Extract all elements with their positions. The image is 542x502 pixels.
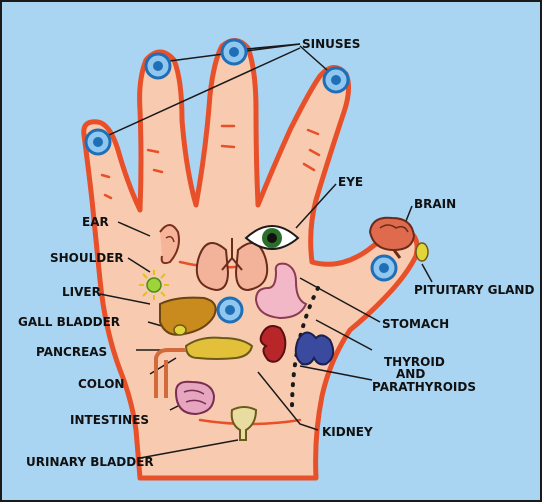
pressure-point-icon <box>324 68 348 92</box>
pancreas-icon <box>186 338 252 359</box>
pressure-point-icon <box>372 256 396 280</box>
label-colon: COLON <box>78 377 124 391</box>
pressure-point-icon <box>218 298 242 322</box>
label-sinuses: SINUSES <box>302 37 360 51</box>
label-thyroid-line3: PARATHYROIDS <box>372 380 476 394</box>
label-gall-bladder: GALL BLADDER <box>18 315 120 329</box>
label-stomach: STOMACH <box>382 317 449 331</box>
label-pancreas: PANCREAS <box>36 345 107 359</box>
label-pituitary-gland: PITUITARY GLAND <box>414 283 534 297</box>
gland-icon <box>174 325 186 335</box>
label-ear: EAR <box>82 215 109 229</box>
label-liver: LIVER <box>62 285 101 299</box>
pressure-point-icon <box>86 130 110 154</box>
label-kidney: KIDNEY <box>322 425 373 439</box>
gland-icon <box>416 243 428 261</box>
kidney-icon <box>261 326 286 362</box>
label-brain: BRAIN <box>414 197 456 211</box>
label-intestines: INTESTINES <box>70 413 149 427</box>
pressure-point-icon <box>222 40 246 64</box>
label-urinary-bladder: URINARY BLADDER <box>26 455 154 469</box>
label-shoulder: SHOULDER <box>50 251 124 265</box>
thyroid-icon <box>296 332 333 364</box>
sun-icon <box>139 270 169 300</box>
label-eye: EYE <box>338 175 363 189</box>
label-thyroid-line2: AND <box>396 367 425 381</box>
intestines-icon <box>176 382 214 414</box>
pressure-point-icon <box>146 54 170 78</box>
